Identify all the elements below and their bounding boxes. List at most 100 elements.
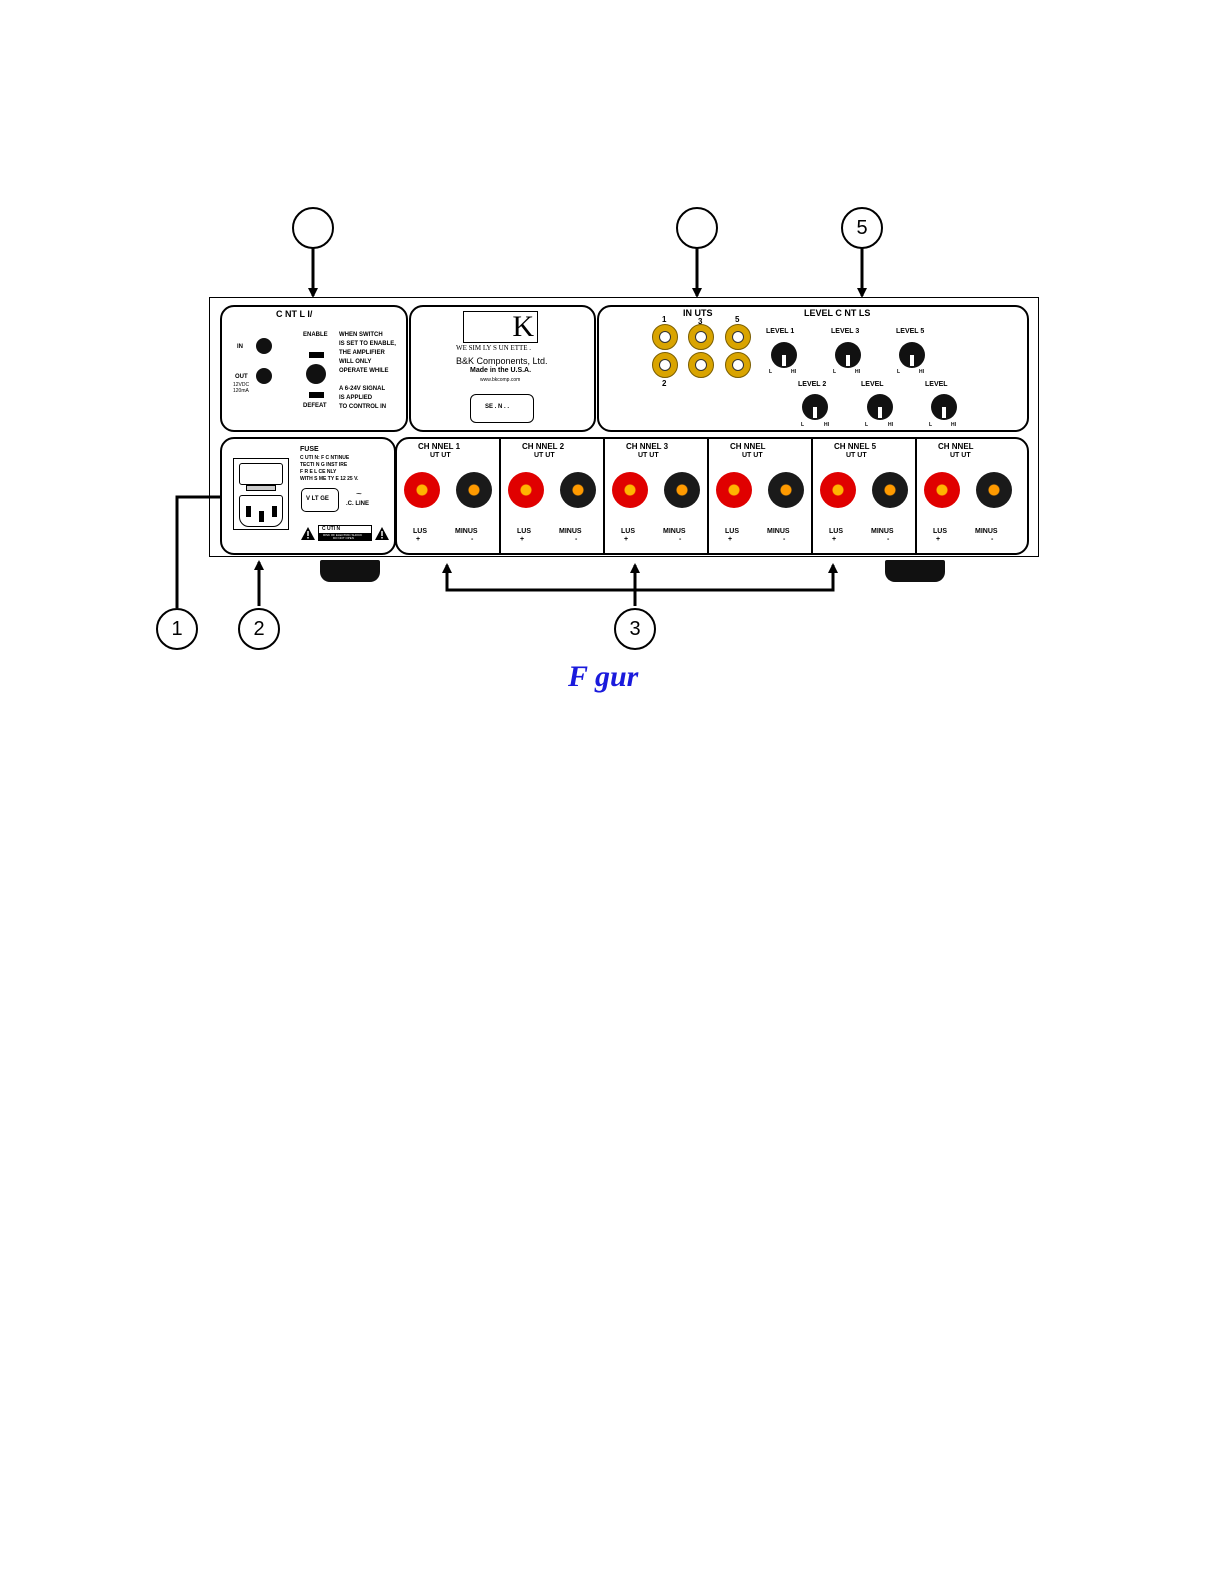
brand-company: B&K Components, Ltd. bbox=[456, 356, 548, 366]
channel-divider-2 bbox=[603, 437, 605, 555]
control-in-jack[interactable] bbox=[256, 338, 272, 354]
channel-6-name: CH NNEL bbox=[938, 442, 974, 451]
control-out-label: OUT bbox=[235, 374, 248, 380]
channel-2-minus-label: MINUS bbox=[559, 528, 582, 535]
level-hi-6: HI bbox=[951, 422, 956, 428]
control-note-3: THE AMPLIFIER bbox=[339, 350, 385, 356]
channel-5-output: UT UT bbox=[846, 452, 867, 459]
control-note-6: A 6-24V SIGNAL bbox=[339, 386, 386, 392]
fuse-line-4: WITH S ME TY E 12 25 V. bbox=[300, 476, 359, 482]
channel-4-minus-sym: - bbox=[783, 536, 786, 543]
iec-pin-left bbox=[246, 506, 251, 517]
level-label-3: LEVEL 3 bbox=[831, 328, 860, 335]
fuse-icon bbox=[246, 485, 276, 491]
channel-2-minus-terminal[interactable] bbox=[560, 472, 596, 508]
channel-1-plus-terminal[interactable] bbox=[404, 472, 440, 508]
amplifier-chassis bbox=[209, 297, 1039, 557]
fuse-line-3: F R E L CE NLY bbox=[300, 469, 337, 475]
channel-3-name: CH NNEL 3 bbox=[626, 442, 669, 451]
input-jack-1[interactable] bbox=[652, 324, 678, 350]
channel-3-plus-sym: + bbox=[624, 536, 629, 543]
level-knob-6[interactable] bbox=[931, 394, 957, 420]
channel-6-minus-sym: - bbox=[991, 536, 994, 543]
channel-4-minus-label: MINUS bbox=[767, 528, 790, 535]
input-jack-6[interactable] bbox=[725, 352, 751, 378]
caution-line-1: RISK OF ELECTRIC SHOCK bbox=[323, 533, 363, 537]
level-lo-5: L bbox=[897, 369, 901, 375]
iec-pin-right bbox=[272, 506, 277, 517]
channel-2-output: UT UT bbox=[534, 452, 555, 459]
channel-4-name: CH NNEL bbox=[730, 442, 766, 451]
level-label-5: LEVEL 5 bbox=[896, 328, 925, 335]
channel-4-minus-terminal[interactable] bbox=[768, 472, 804, 508]
level-knob-4[interactable] bbox=[867, 394, 893, 420]
channel-4-plus-terminal[interactable] bbox=[716, 472, 752, 508]
channel-2-name: CH NNEL 2 bbox=[522, 442, 565, 451]
fuse-drawer[interactable] bbox=[239, 463, 283, 485]
arrow-power-inlet bbox=[175, 492, 234, 608]
channel-2-plus-terminal[interactable] bbox=[508, 472, 544, 508]
control-note-8: TO CONTROL IN bbox=[339, 404, 387, 410]
control-note-4: WILL ONLY bbox=[339, 359, 372, 365]
brand-logo-letter: K bbox=[512, 310, 534, 343]
channel-divider-4 bbox=[811, 437, 813, 555]
level-knob-5[interactable] bbox=[899, 342, 925, 368]
level-lo-1: L bbox=[769, 369, 773, 375]
channel-1-minus-terminal[interactable] bbox=[456, 472, 492, 508]
brand-panel bbox=[409, 305, 596, 432]
input-label-2: 2 bbox=[662, 379, 667, 388]
channel-1-plus-label: LUS bbox=[413, 528, 427, 535]
input-jack-3[interactable] bbox=[688, 324, 714, 350]
callout-control bbox=[292, 207, 334, 249]
control-out-spec-2: 120mA bbox=[233, 388, 249, 394]
control-note-1: WHEN SWITCH bbox=[339, 332, 383, 338]
channel-6-output: UT UT bbox=[950, 452, 971, 459]
input-jack-2[interactable] bbox=[652, 352, 678, 378]
level-lo-6: L bbox=[929, 422, 933, 428]
level-knob-1[interactable] bbox=[771, 342, 797, 368]
channel-3-output: UT UT bbox=[638, 452, 659, 459]
control-in-label: IN bbox=[237, 344, 243, 350]
channel-6-plus-terminal[interactable] bbox=[924, 472, 960, 508]
channel-5-plus-sym: + bbox=[832, 536, 837, 543]
callout-inputs bbox=[676, 207, 718, 249]
level-hi-1: HI bbox=[791, 369, 796, 375]
channel-1-plus-sym: + bbox=[416, 536, 421, 543]
channel-2-plus-label: LUS bbox=[517, 528, 531, 535]
channel-divider-5 bbox=[915, 437, 917, 555]
iec-pin-center bbox=[259, 511, 264, 522]
brand-website: www.bkcomp.com bbox=[480, 377, 521, 383]
channel-5-minus-terminal[interactable] bbox=[872, 472, 908, 508]
level-hi-2: HI bbox=[824, 422, 829, 428]
channel-6-minus-terminal[interactable] bbox=[976, 472, 1012, 508]
channel-1-output: UT UT bbox=[430, 452, 451, 459]
channel-6-plus-sym: + bbox=[936, 536, 941, 543]
leader-lines bbox=[175, 244, 867, 608]
control-out-jack[interactable] bbox=[256, 368, 272, 384]
fuse-line-1: C UTI N: F C NTINUE bbox=[300, 455, 350, 461]
level-knob-2[interactable] bbox=[802, 394, 828, 420]
control-note-2: IS SET TO ENABLE, bbox=[339, 341, 396, 347]
caution-title: C UTI N bbox=[322, 526, 341, 532]
control-note-5: OPERATE WHILE bbox=[339, 368, 389, 374]
channel-3-plus-terminal[interactable] bbox=[612, 472, 648, 508]
level-title: LEVEL C NT LS bbox=[804, 308, 871, 318]
foot-right bbox=[885, 560, 945, 582]
input-jack-5[interactable] bbox=[725, 324, 751, 350]
brand-logo: K bbox=[463, 310, 538, 343]
brand-made-in: Made in the U.S.A. bbox=[470, 367, 532, 374]
figure-caption: F gur bbox=[568, 660, 639, 693]
power-inlet[interactable] bbox=[233, 458, 289, 530]
fuse-line-2: TECTI N G INST IRE bbox=[300, 462, 348, 468]
channel-3-minus-sym: - bbox=[679, 536, 682, 543]
channel-3-minus-terminal[interactable] bbox=[664, 472, 700, 508]
voltage-label: V LT GE bbox=[306, 496, 329, 502]
channel-5-plus-terminal[interactable] bbox=[820, 472, 856, 508]
channel-1-name: CH NNEL 1 bbox=[418, 442, 461, 451]
voltage-box: V LT GE bbox=[301, 488, 339, 512]
serial-plate: SE . N . . bbox=[470, 394, 534, 423]
input-jack-4[interactable] bbox=[688, 352, 714, 378]
arrow-outputs-right bbox=[635, 563, 838, 592]
level-knob-3[interactable] bbox=[835, 342, 861, 368]
enable-switch[interactable] bbox=[306, 364, 326, 384]
